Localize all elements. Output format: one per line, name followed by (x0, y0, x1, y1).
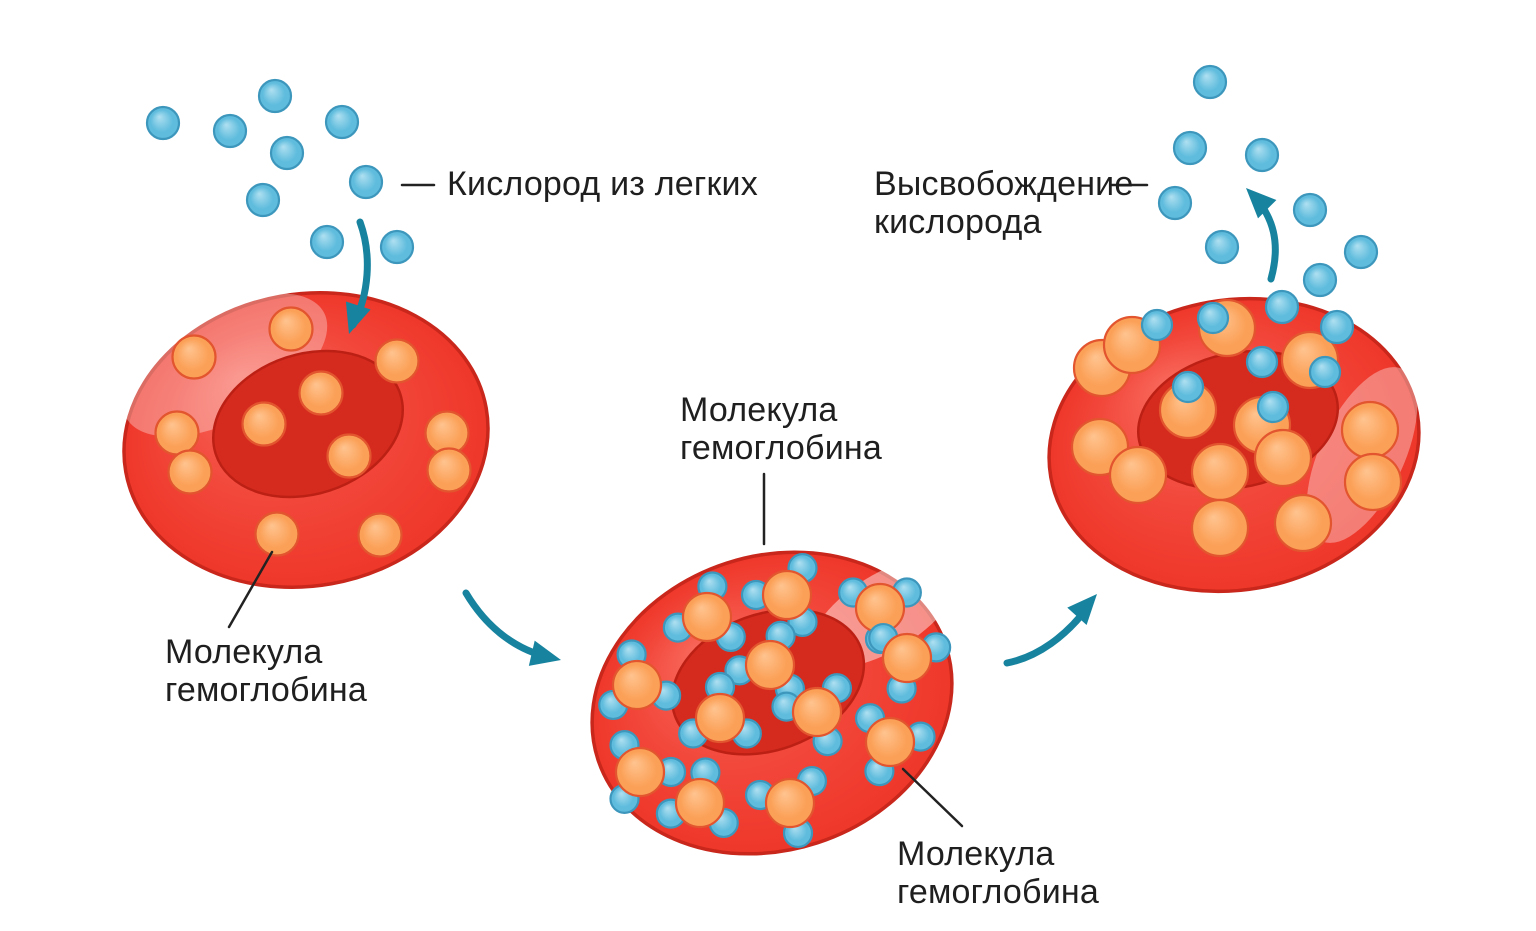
releasing-oxygen-molecule (1256, 390, 1290, 424)
oxygen-molecule (324, 104, 360, 140)
hemoglobin-molecule (357, 512, 403, 558)
oxygen-molecule (309, 224, 345, 260)
releasing-oxygen-molecule (1140, 308, 1174, 342)
oxyhemoglobin-molecule (864, 716, 916, 768)
arrow-middle-to-right (1003, 603, 1092, 667)
hemoglobin-molecule (298, 370, 344, 416)
oxyhemoglobin-molecule (744, 639, 796, 691)
hemoglobin-molecule (426, 447, 472, 493)
arrow-middle-to-right-head (1067, 594, 1097, 625)
hemoglobin-molecule (1343, 452, 1403, 512)
oxygen-molecule (1192, 64, 1228, 100)
oxyhemoglobin-molecule (681, 591, 733, 643)
oxyhemoglobin-molecule (611, 659, 663, 711)
oxygen-molecule (1244, 137, 1280, 173)
hemoglobin-molecule (1190, 442, 1250, 502)
oxygen-molecule (212, 113, 248, 149)
oxygen-molecule (1343, 234, 1379, 270)
label-hemoglobin-molecule-middle: Молекула гемоглобина (680, 391, 882, 468)
oxygen-molecule (1157, 185, 1193, 221)
oxygen-molecule (245, 182, 281, 218)
hemoglobin-molecule (1108, 445, 1168, 505)
oxygen-molecule (1172, 130, 1208, 166)
oxygen-molecule (257, 78, 293, 114)
hemoglobin-molecule (268, 306, 314, 352)
oxygen-molecule (348, 164, 384, 200)
oxyhemoglobin-molecule (761, 569, 813, 621)
label-oxygen-from-lungs: Кислород из легких (447, 165, 758, 203)
hemoglobin-molecule (326, 433, 372, 479)
label-hemoglobin-molecule-left: Молекула гемоглобина (165, 633, 367, 710)
releasing-oxygen-molecule (1196, 301, 1230, 335)
oxyhemoglobin-molecule (791, 686, 843, 738)
leader-hemoglobin-left (227, 550, 274, 629)
arrow-left-to-middle-head (528, 640, 561, 666)
oxygen-molecule (1319, 309, 1355, 345)
oxygen-molecule (379, 229, 415, 265)
oxyhemoglobin-molecule (881, 632, 933, 684)
hemoglobin-molecule (171, 334, 217, 380)
oxygen-molecule (1204, 229, 1240, 265)
hemoglobin-molecule (154, 410, 200, 456)
hemoglobin-molecule (1273, 493, 1333, 553)
oxyhemoglobin-molecule (764, 777, 816, 829)
hemoglobin-molecule (374, 338, 420, 384)
releasing-oxygen-molecule (1171, 370, 1205, 404)
hemoglobin-molecule (1340, 400, 1400, 460)
releasing-oxygen-molecule (1245, 345, 1279, 379)
oxygen-molecule (1292, 192, 1328, 228)
releasing-oxygen-molecule (1308, 355, 1342, 389)
hemoglobin-molecule (254, 511, 300, 557)
oxygen-molecule (269, 135, 305, 171)
hemoglobin-molecule (1190, 498, 1250, 558)
hemoglobin-molecule (167, 449, 213, 495)
arrow-oxygen-release-head (1246, 188, 1277, 219)
arrow-oxygen-into-cell-head (345, 301, 371, 334)
hemoglobin-molecule (1253, 428, 1313, 488)
oxyhemoglobin-molecule (694, 692, 746, 744)
label-hemoglobin-molecule-right: Молекула гемоглобина (897, 835, 1099, 912)
oxyhemoglobin-molecule (614, 746, 666, 798)
oxyhemoglobin-molecule (674, 777, 726, 829)
oxygen-molecule (1264, 289, 1300, 325)
oxygen-molecule (145, 105, 181, 141)
label-oxygen-release: Высвобождение кислорода (874, 165, 1134, 242)
leader-hemoglobin-right (901, 767, 964, 828)
hemoglobin-molecule (241, 401, 287, 447)
oxygen-molecule (1302, 262, 1338, 298)
